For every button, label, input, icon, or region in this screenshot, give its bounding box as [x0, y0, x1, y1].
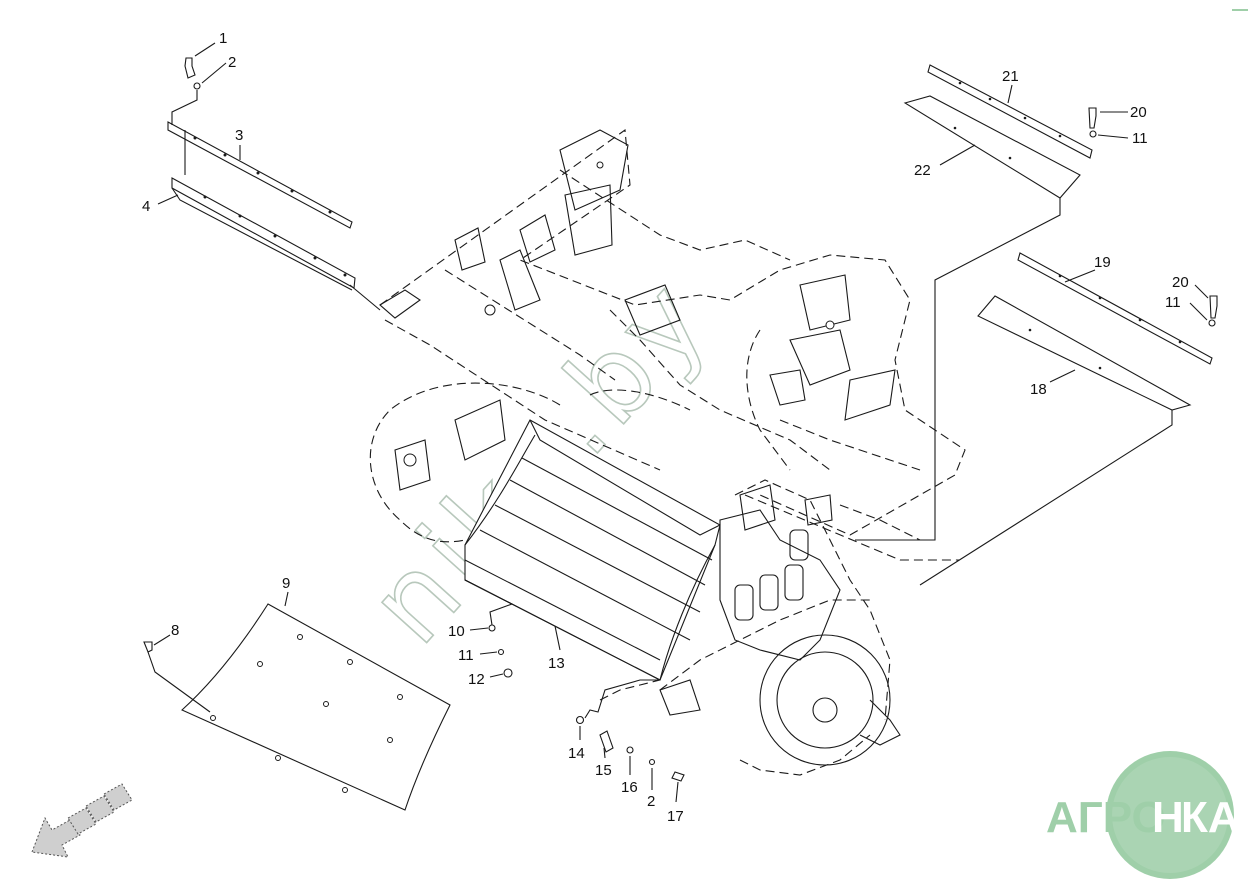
callout-4: 4 — [142, 198, 150, 215]
callout-17: 17 — [667, 808, 684, 825]
callout-14: 14 — [568, 745, 585, 762]
callout-15: 15 — [595, 762, 612, 779]
logo-text-right: КА — [1181, 793, 1240, 842]
callout-leaders — [153, 42, 1209, 803]
leader-bolt-to-strip — [171, 90, 198, 125]
logo-text-middle: Н — [1152, 793, 1184, 842]
callout-1: 1 — [219, 30, 227, 47]
part-1-bolt — [184, 57, 196, 79]
callout-16: 16 — [621, 779, 638, 796]
callout-12: 12 — [468, 671, 485, 688]
callout-20-upper: 20 — [1130, 104, 1147, 121]
callout-numbers: 1 2 3 4 8 9 10 11 12 13 14 15 16 2 17 18… — [142, 30, 1189, 825]
agronika-logo: АГРО Н КА — [1046, 751, 1240, 879]
part-13-hopper — [464, 419, 721, 681]
leader-18-to-frame — [919, 410, 1173, 586]
callout-21: 21 — [1002, 68, 1019, 85]
callout-18: 18 — [1030, 381, 1047, 398]
part-20-bolt-lower — [1209, 295, 1218, 319]
part-2-washer — [193, 82, 201, 90]
direction-arrow-icon — [31, 783, 133, 858]
part-11-washer-lower — [1208, 319, 1216, 327]
callout-2-bottom: 2 — [647, 793, 655, 810]
engine-block — [659, 509, 901, 766]
part-19-strip — [1017, 252, 1213, 365]
leader-strip-to-frame — [349, 284, 381, 311]
part-11-washer-upper — [1089, 130, 1097, 138]
callout-9: 9 — [282, 575, 290, 592]
callout-22: 22 — [914, 162, 931, 179]
callout-13: 13 — [548, 655, 565, 672]
hardware-14-17 — [575, 679, 685, 782]
callout-19: 19 — [1094, 254, 1111, 271]
frame-brackets — [379, 129, 896, 531]
part-22-plate — [903, 95, 1081, 199]
logo-text-left: АГРО — [1046, 793, 1166, 842]
part-18-plate — [977, 295, 1192, 411]
callout-20-lower: 20 — [1172, 274, 1189, 291]
chassis-frame-outline — [369, 128, 966, 776]
hardware-10-11-12 — [464, 579, 514, 678]
callout-10: 10 — [448, 623, 465, 640]
part-21-strip — [927, 64, 1093, 159]
callout-3: 3 — [235, 127, 243, 144]
leader-22-to-frame — [855, 198, 1061, 541]
callout-11-bottom: 11 — [458, 647, 474, 664]
part-3-strip — [167, 121, 353, 229]
callout-11-upper: 11 — [1132, 130, 1148, 147]
callout-11-lower: 11 — [1165, 294, 1181, 311]
part-20-bolt-upper — [1088, 107, 1097, 129]
callout-8: 8 — [171, 622, 179, 639]
callout-2-top: 2 — [228, 54, 236, 71]
part-9-shield-plate — [181, 603, 451, 811]
part-8-bolt — [143, 641, 211, 713]
part-4-strip — [171, 177, 356, 291]
